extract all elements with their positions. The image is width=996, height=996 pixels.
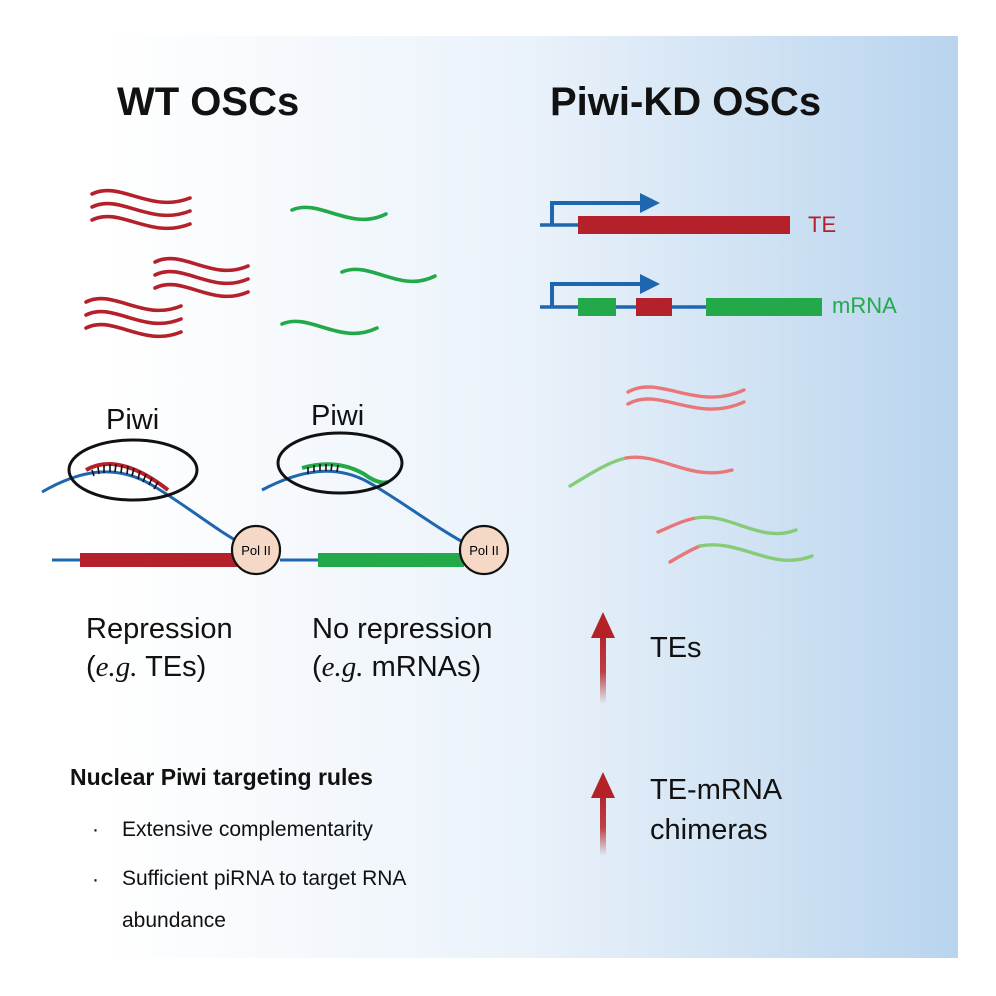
te-transcripts-cluster — [84, 188, 250, 339]
rule-item: Extensive complementarity — [122, 818, 373, 841]
rule-bullet: · — [92, 868, 99, 891]
outcome-example: (e.g. mRNAs) — [312, 651, 482, 683]
rule-bullet: · — [92, 818, 99, 841]
background-panel — [100, 36, 958, 958]
pol-ii-label: Pol II — [469, 543, 499, 558]
pirna-strand — [84, 461, 170, 492]
increase-tes-label: TEs — [650, 632, 702, 664]
piwi-complex-outline — [276, 431, 404, 495]
mrna-gene-locus — [540, 274, 822, 316]
te-gene-bar — [578, 216, 790, 234]
piwi-label: Piwi — [106, 404, 160, 436]
targeting-rules-title: Nuclear Piwi targeting rules — [70, 764, 373, 790]
piwi-kd-panel-title: Piwi-KD OSCs — [550, 80, 822, 124]
promoter-arrow — [550, 201, 645, 225]
te-gene-label: TE — [808, 212, 837, 237]
no-repression-outcome: No repression (e.g. mRNAs) — [312, 610, 493, 686]
rule-item: Sufficient piRNA to target RNA abundance — [122, 867, 407, 932]
te-repression-diagram: Pol II — [41, 438, 282, 576]
piwi-complex-outline — [67, 438, 199, 502]
outcome-title: Repression — [86, 613, 233, 645]
promoter-arrow — [550, 282, 645, 307]
increase-arrow-chimeras — [591, 772, 615, 856]
increase-arrow-tes — [591, 612, 615, 704]
pol-ii-circle — [458, 524, 510, 576]
pirna-strand — [301, 462, 389, 485]
te-gene-locus — [540, 193, 790, 234]
mrna-transcripts-cluster — [280, 205, 437, 336]
mrna-exon — [706, 298, 822, 316]
wt-panel-title: WT OSCs — [117, 80, 300, 124]
nascent-rna — [261, 469, 471, 548]
pol-ii-label: Pol II — [241, 543, 271, 558]
mrna-no-repression-diagram: Pol II — [261, 431, 510, 576]
increase-chimeras-label: TE-mRNA chimeras — [650, 774, 783, 846]
te-gene-bar — [80, 553, 240, 567]
mrna-exon — [578, 298, 616, 316]
te-insertion — [636, 298, 672, 316]
derepressed-transcripts — [568, 385, 814, 564]
mrna-gene-label: mRNA — [832, 293, 897, 318]
pol-ii-circle — [230, 524, 282, 576]
outcome-example: (e.g. TEs) — [86, 651, 207, 683]
repression-outcome: Repression (e.g. TEs) — [86, 610, 233, 686]
piwi-label: Piwi — [311, 400, 365, 432]
mrna-gene-bar — [318, 553, 464, 567]
outcome-title: No repression — [312, 613, 493, 645]
